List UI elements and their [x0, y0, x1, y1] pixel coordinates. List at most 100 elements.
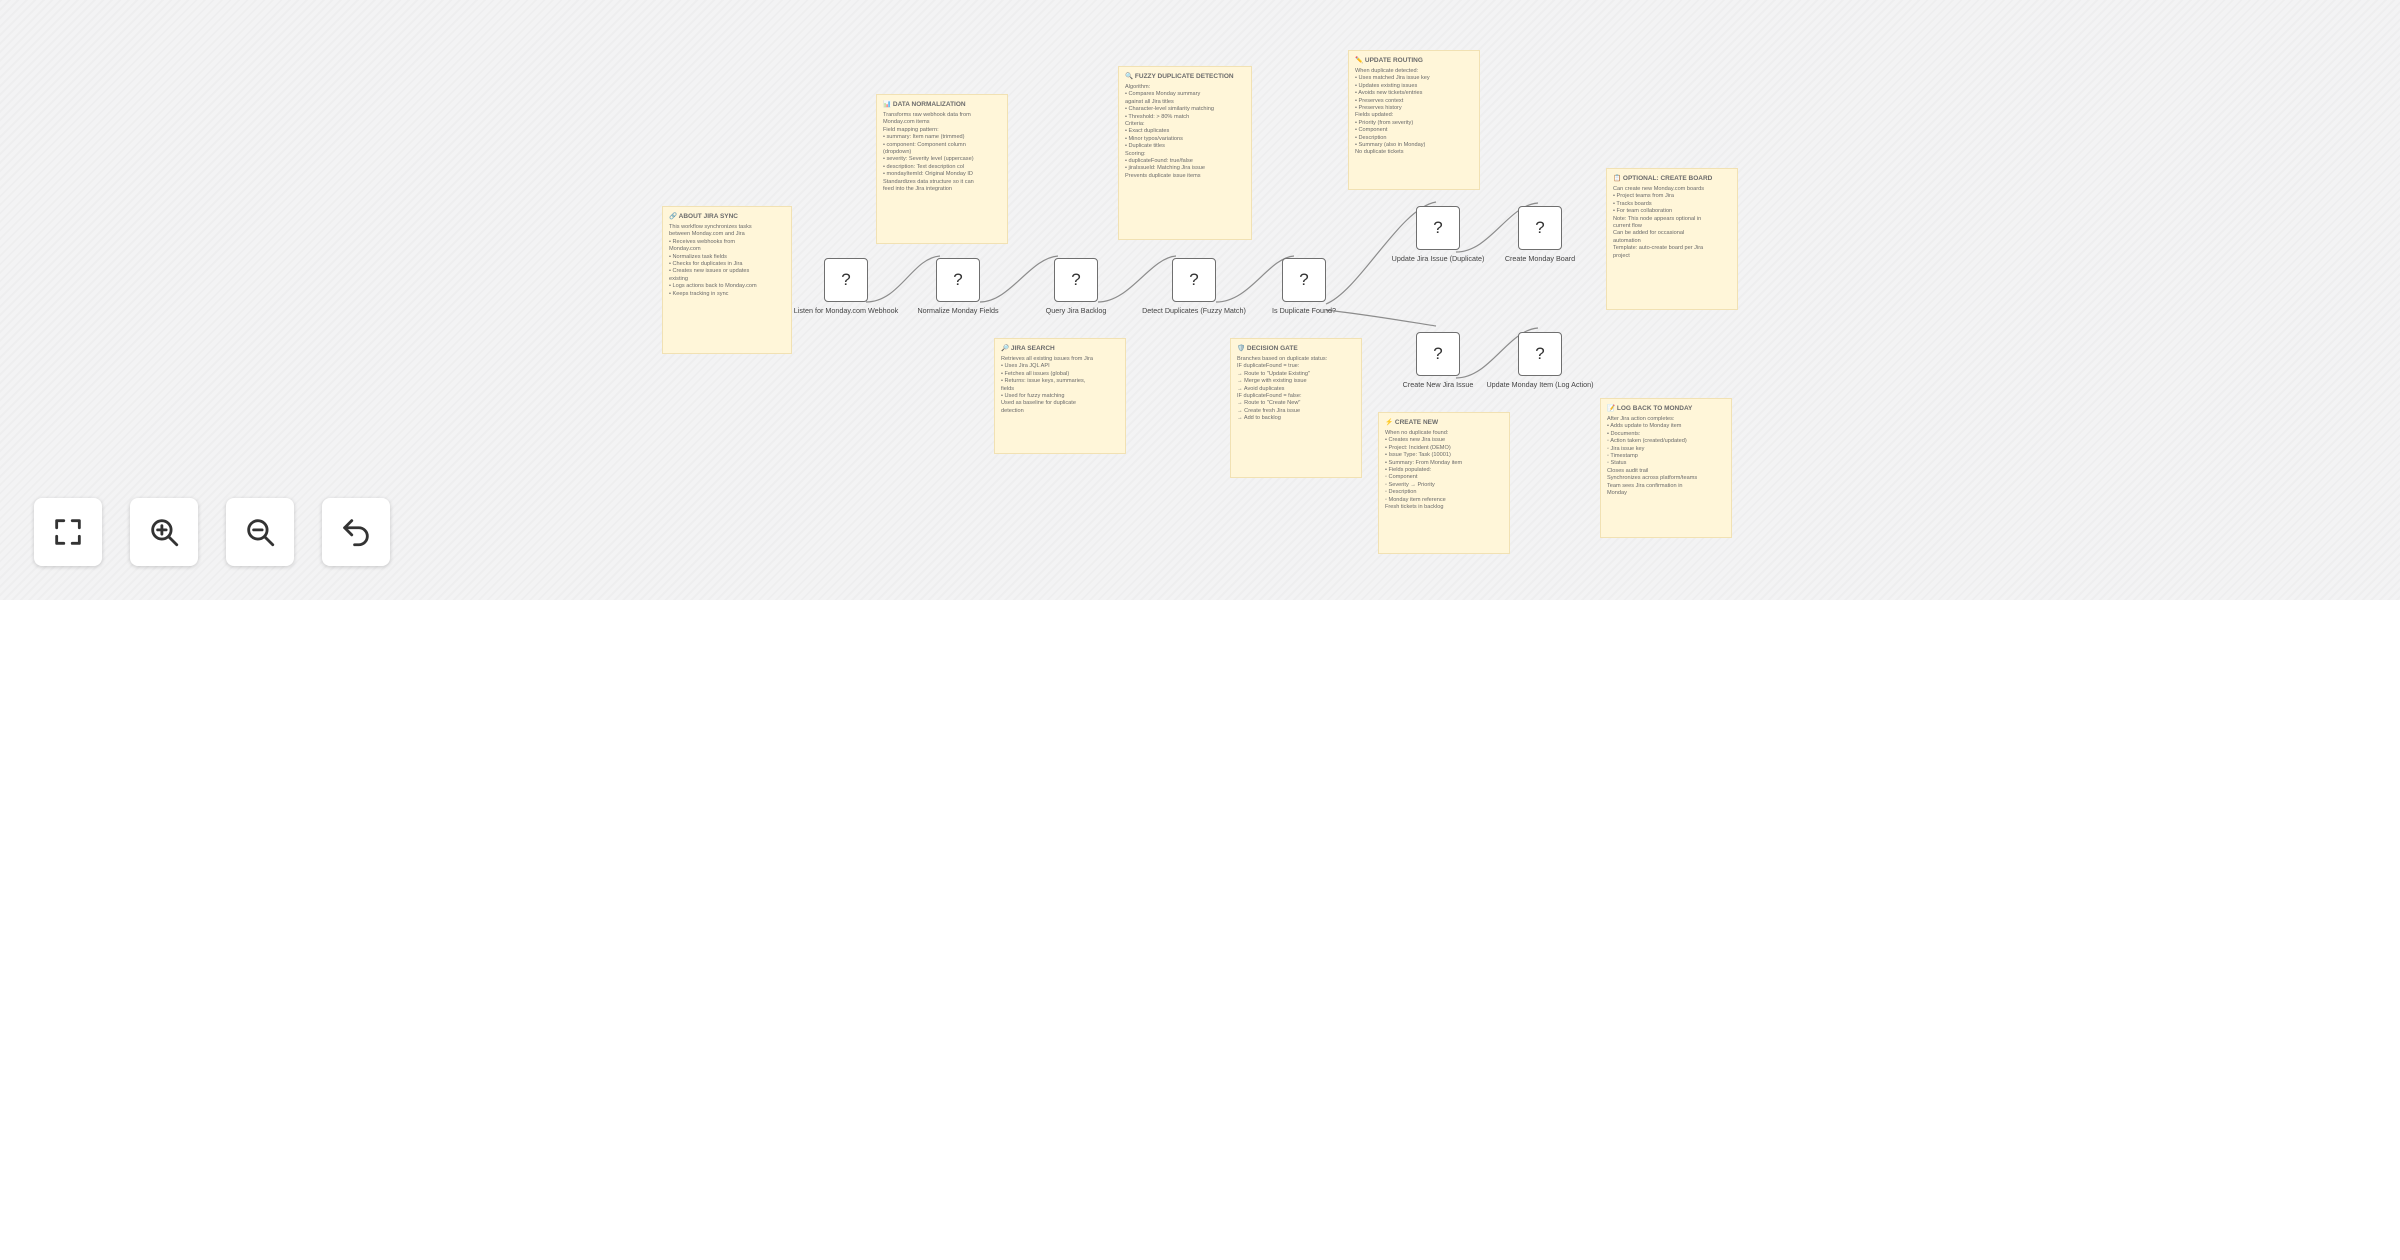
node-update-monday-item[interactable]: ? — [1518, 332, 1562, 376]
note-title: ✏️ UPDATE ROUTING — [1355, 57, 1423, 64]
note-line: Algorithm: — [1125, 84, 1151, 90]
unknown-node-icon: ? — [1189, 270, 1199, 289]
note-line: Can be added for occasional — [1613, 230, 1685, 237]
note-body: When duplicate detected:• Uses matched J… — [1355, 68, 1473, 157]
note-line: • Uses matched Jira issue key — [1355, 75, 1430, 82]
node-update-jira-issue[interactable]: ? — [1416, 206, 1460, 250]
note-line: IF duplicateFound = false: — [1237, 393, 1302, 400]
note-line: current flow — [1613, 223, 1642, 230]
connection-lines — [865, 201, 1539, 379]
unknown-node-icon: ? — [1433, 218, 1443, 237]
note-title: ⚡ CREATE NEW — [1385, 419, 1439, 426]
note-line: • Creates new issues or updates — [669, 268, 750, 275]
node-query-jira[interactable]: ? — [1054, 258, 1098, 302]
note-line: • Adds update to Monday item — [1607, 423, 1682, 430]
note-line: • Tracks boards — [1613, 200, 1652, 207]
note-line: • For team collaboration — [1613, 208, 1673, 215]
note-log-back-to-monday[interactable]: 📝 LOG BACK TO MONDAY After Jira action c… — [1600, 398, 1732, 538]
note-line: → Add to backlog — [1237, 415, 1281, 422]
node-label-query-jira: Query Jira Backlog — [1045, 306, 1107, 315]
note-line: • Duplicate titles — [1125, 143, 1165, 150]
note-line: • Fetches all issues (global) — [1001, 370, 1070, 377]
zoom-in-button[interactable] — [130, 498, 198, 566]
zoom-out-button[interactable] — [226, 498, 294, 566]
note-line: ◦ Component — [1385, 474, 1418, 481]
undo-button[interactable] — [322, 498, 390, 566]
node-is-duplicate[interactable]: ? — [1282, 258, 1326, 302]
note-body: Can create new Monday.com boards• Projec… — [1613, 186, 1731, 260]
note-line: • Character-level similarity matching — [1125, 106, 1214, 113]
node-label-create-monday-board: Create Monday Board — [1504, 254, 1576, 263]
note-fuzzy-duplicate-detection[interactable]: 🔍 FUZZY DUPLICATE DETECTION Algorithm:• … — [1118, 66, 1252, 240]
note-body: When no duplicate found:• Creates new Ji… — [1385, 430, 1503, 511]
note-data-normalization[interactable]: 📊 DATA NORMALIZATION Transforms raw webh… — [876, 94, 1008, 244]
note-line: • Checks for duplicates in Jira — [669, 261, 743, 268]
node-create-monday-board[interactable]: ? — [1518, 206, 1562, 250]
note-line: • jiraIssueId: Matching Jira issue — [1125, 165, 1205, 172]
note-line: ◦ Timestamp — [1607, 453, 1638, 460]
note-title: 📊 DATA NORMALIZATION — [883, 101, 966, 108]
edge-listen-normalize — [865, 255, 941, 303]
note-line: project — [1613, 252, 1630, 259]
node-label-update-monday-item: Update Monday Item (Log Action) — [1486, 380, 1594, 389]
note-line: • Preserves context — [1355, 97, 1404, 104]
note-line: Fresh tickets in backlog — [1385, 504, 1444, 511]
edge-isdup-create-jira — [1325, 309, 1437, 327]
note-line: • Preserves history — [1355, 105, 1402, 112]
note-line: After Jira action completes: — [1607, 416, 1675, 422]
edge-create-jira-update-monday — [1455, 327, 1539, 379]
note-line: Team sees Jira confirmation in — [1607, 482, 1683, 489]
node-label-update-jira-issue: Update Jira Issue (Duplicate) — [1391, 254, 1485, 263]
note-body: After Jira action completes:• Adds updat… — [1607, 416, 1725, 497]
note-body: Retrieves all existing issues from Jira•… — [1001, 356, 1119, 415]
unknown-node-icon: ? — [1535, 218, 1545, 237]
note-jira-search[interactable]: 🔎 JIRA SEARCH Retrieves all existing iss… — [994, 338, 1126, 454]
note-line: • Avoids new tickets/entries — [1355, 90, 1423, 97]
note-decision-gate[interactable]: 🛡️ DECISION GATE Branches based on dupli… — [1230, 338, 1362, 478]
workflow-canvas[interactable]: 🔗 ABOUT JIRA SYNC This workflow synchron… — [0, 0, 2400, 600]
node-create-jira-issue[interactable]: ? — [1416, 332, 1460, 376]
note-body: Algorithm:• Compares Monday summary agai… — [1125, 84, 1245, 180]
note-title: 🛡️ DECISION GATE — [1237, 345, 1298, 352]
note-update-routing[interactable]: ✏️ UPDATE ROUTING When duplicate detecte… — [1348, 50, 1480, 190]
note-create-new[interactable]: ⚡ CREATE NEW When no duplicate found:• C… — [1378, 412, 1510, 554]
note-line: • description: Text description col — [883, 163, 965, 170]
note-title: 🔍 FUZZY DUPLICATE DETECTION — [1125, 73, 1234, 80]
node-normalize-fields[interactable]: ? — [936, 258, 980, 302]
note-line: • Updates existing issues — [1355, 82, 1418, 89]
note-about-jira-sync[interactable]: 🔗 ABOUT JIRA SYNC This workflow synchron… — [662, 206, 792, 354]
note-line: Branches based on duplicate status: — [1237, 356, 1328, 362]
note-line: → Route to "Create New" — [1237, 400, 1301, 407]
note-line: → Route to "Update Existing" — [1237, 370, 1310, 377]
note-line: • Uses Jira JQL API — [1001, 363, 1050, 370]
fit-view-button[interactable] — [34, 498, 102, 566]
note-line: • summary: Item name (trimmed) — [883, 134, 965, 141]
note-line: • Normalizes task fields — [669, 253, 727, 260]
note-line: • Priority (from severity) — [1355, 119, 1414, 126]
note-line: • Summary: From Monday item — [1385, 459, 1463, 466]
note-line: • Logs actions back to Monday.com — [669, 283, 757, 290]
note-line: • component: Component column — [883, 141, 966, 148]
note-line: • Creates new Jira issue — [1385, 437, 1446, 444]
node-label-listen-webhook: Listen for Monday.com Webhook — [793, 306, 899, 315]
note-line: Retrieves all existing issues from Jira — [1001, 356, 1094, 362]
node-label-is-duplicate: Is Duplicate Found? — [1272, 306, 1336, 315]
unknown-node-icon: ? — [1535, 344, 1545, 363]
note-line: Scoring: — [1125, 150, 1146, 157]
note-line: • Keeps tracking in sync — [669, 290, 729, 297]
node-label-create-jira-issue: Create New Jira Issue — [1402, 380, 1474, 389]
unknown-node-icon: ? — [1433, 344, 1443, 363]
note-line: Monday.com — [669, 246, 701, 253]
node-listen-webhook[interactable]: ? — [824, 258, 868, 302]
node-detect-duplicates[interactable]: ? — [1172, 258, 1216, 302]
note-line: feed into the Jira integration — [883, 186, 953, 193]
note-optional-create-board[interactable]: 📋 OPTIONAL: CREATE BOARD Can create new … — [1606, 168, 1738, 310]
note-line: • Exact duplicates — [1125, 128, 1170, 135]
note-line: Transforms raw webhook data from — [883, 112, 971, 118]
note-line: Synchronizes across platform/teams — [1607, 475, 1698, 482]
note-line: → Create fresh Jira issue — [1237, 407, 1301, 414]
note-title: 🔎 JIRA SEARCH — [1001, 345, 1055, 352]
note-line: • Compares Monday summary — [1125, 91, 1201, 98]
